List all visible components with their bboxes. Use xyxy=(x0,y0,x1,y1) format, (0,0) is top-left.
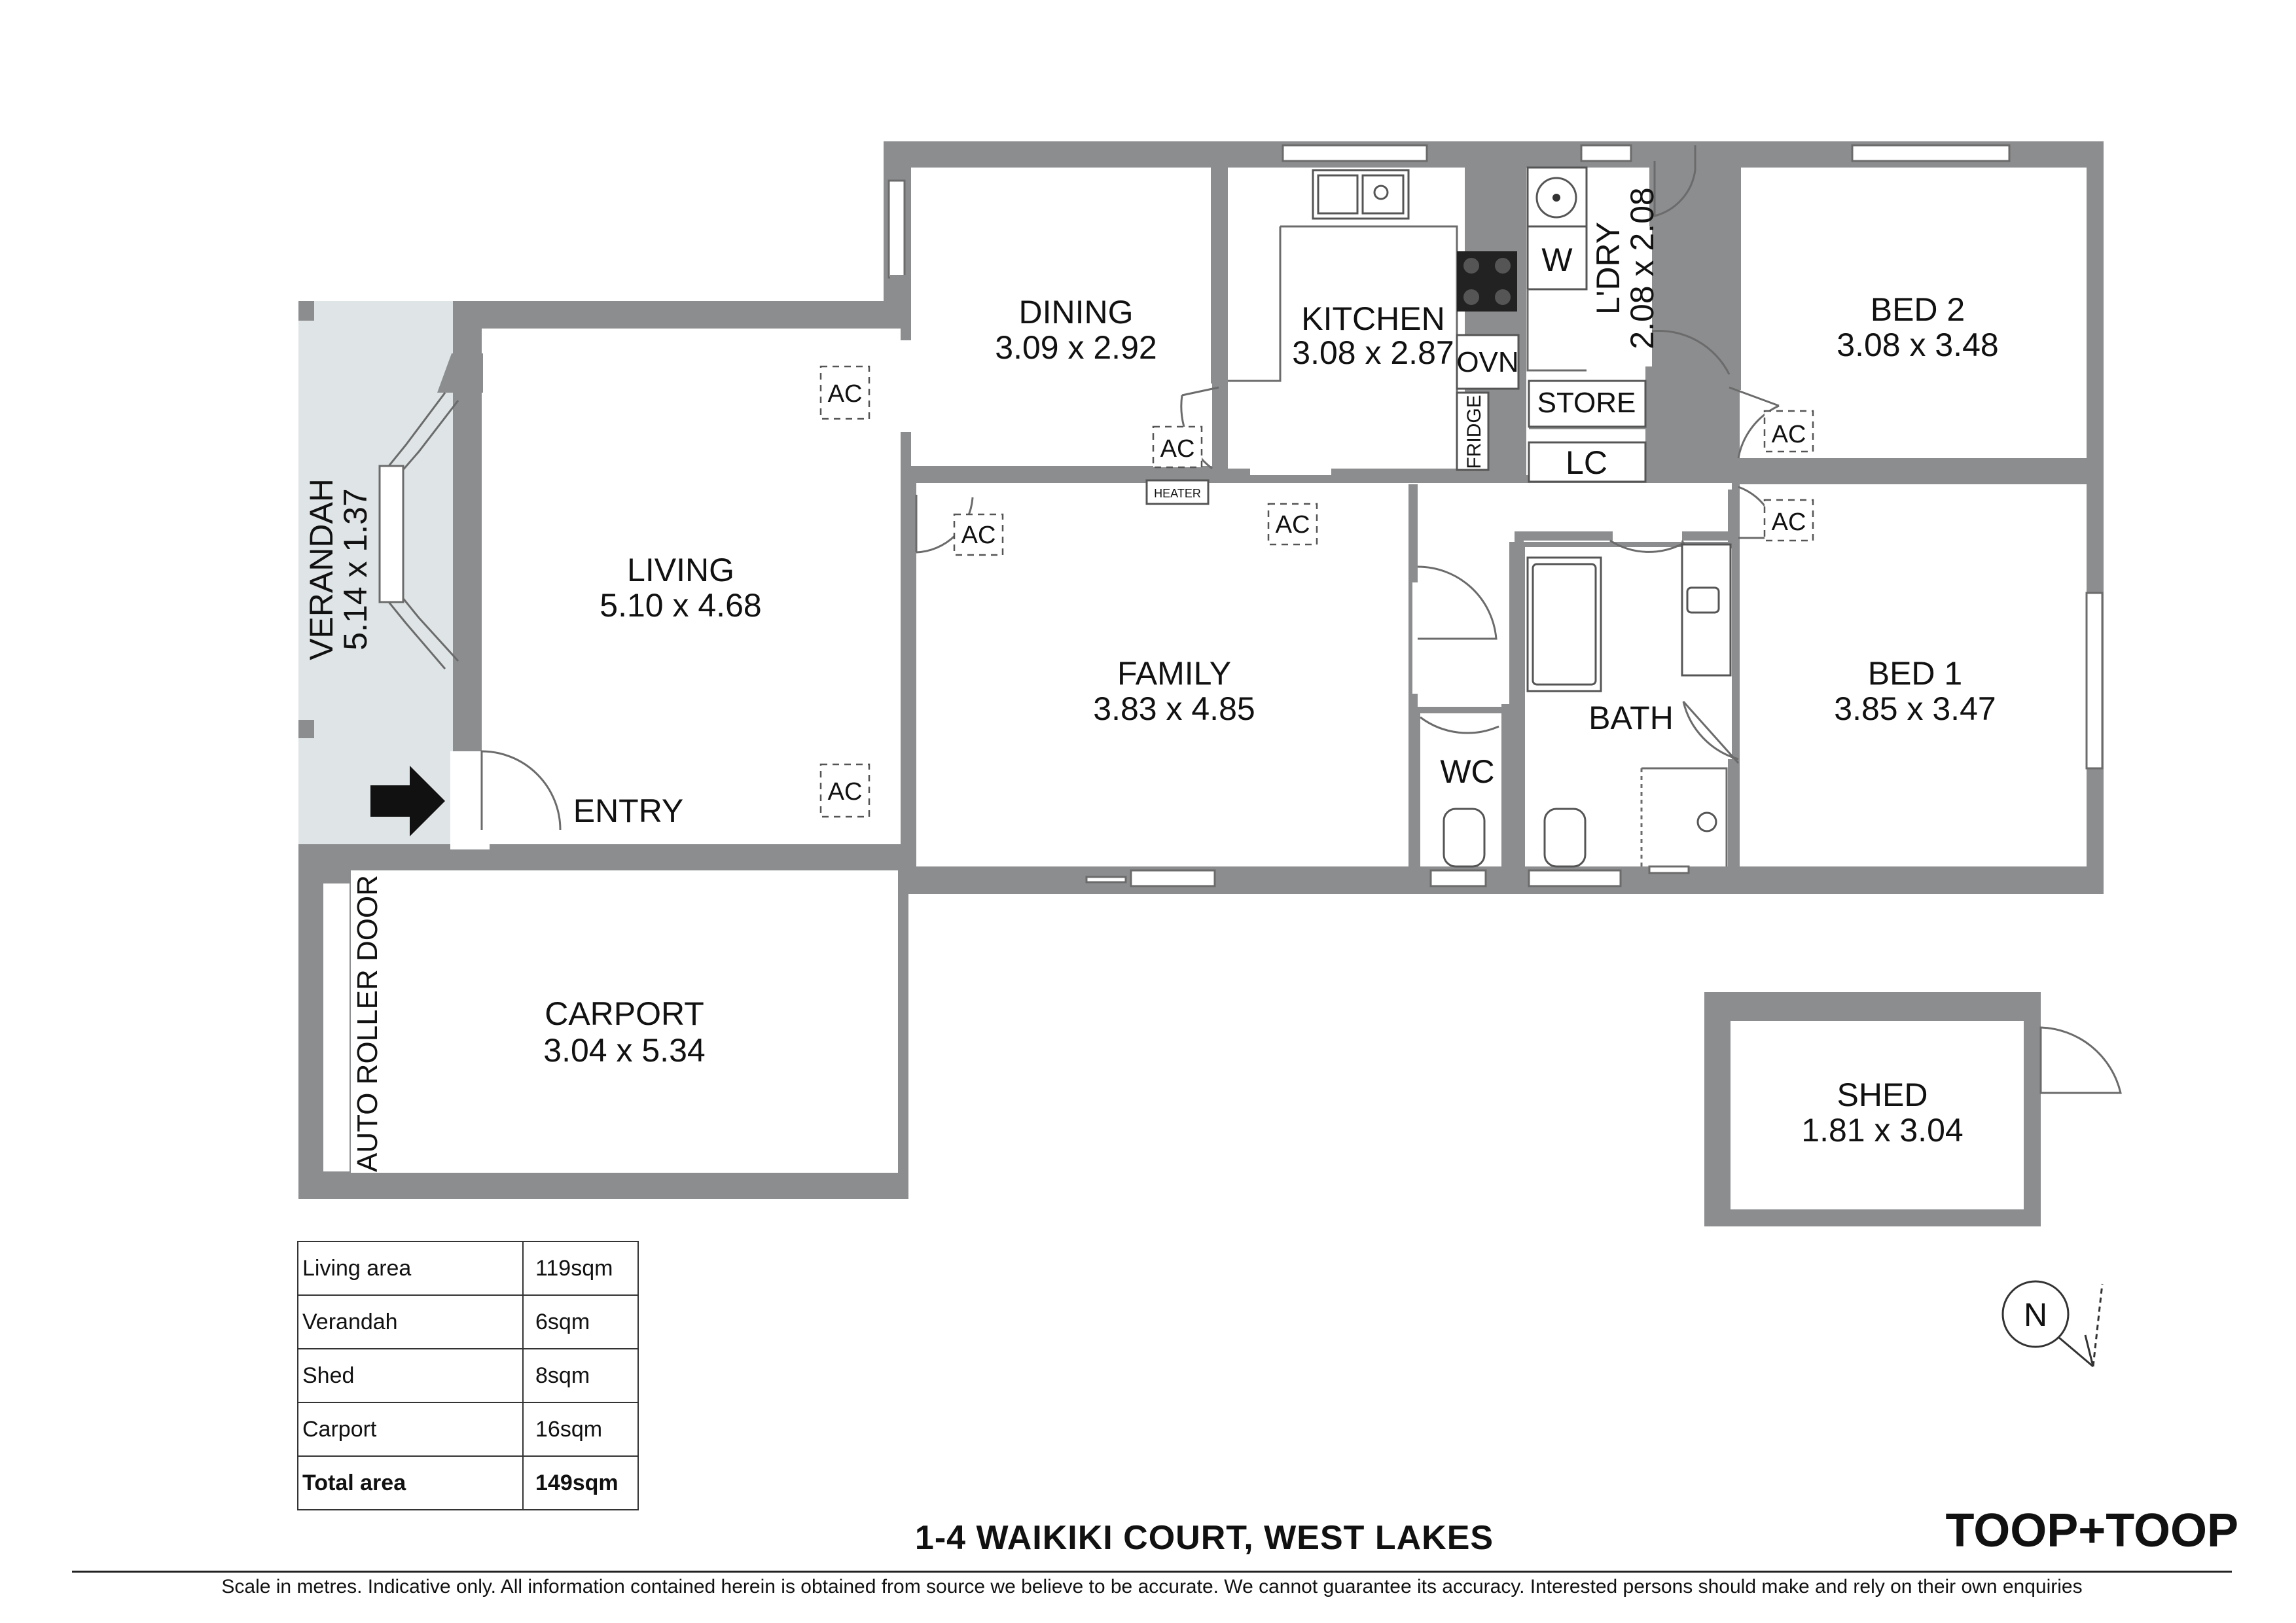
ac-unit xyxy=(1763,499,1814,542)
disclaimer-text: Scale in metres. Indicative only. All in… xyxy=(221,1576,2083,1597)
window xyxy=(1130,869,1216,887)
oven xyxy=(1456,334,1520,390)
area-label: Verandah xyxy=(297,1294,524,1349)
north-compass: N xyxy=(2001,1280,2104,1368)
area-value: 16sqm xyxy=(522,1402,639,1457)
window xyxy=(1648,865,1690,874)
oven-label: OVN xyxy=(1456,346,1518,378)
area-value: 8sqm xyxy=(522,1348,639,1403)
ac-label: AC xyxy=(1772,421,1806,448)
ac-unit xyxy=(1152,425,1203,469)
window xyxy=(1580,144,1632,162)
window xyxy=(888,179,906,279)
room-floors xyxy=(323,168,2087,1209)
bed2-label: BED 2 xyxy=(1871,291,1965,328)
door-swings xyxy=(480,145,2122,1094)
air-conditioners: AC AC AC AC AC AC AC xyxy=(819,365,1814,818)
living-label: LIVING xyxy=(627,552,734,588)
windows xyxy=(888,144,2104,887)
washer-label: W xyxy=(1541,241,1573,278)
area-table: Living area 119sqm Verandah 6sqm Shed 8s… xyxy=(297,1241,639,1510)
bath-toilet xyxy=(1543,808,1587,868)
shed-size: 1.81 x 3.04 xyxy=(1801,1112,1963,1149)
carport-size: 3.04 x 5.34 xyxy=(543,1032,705,1069)
dining-size: 3.09 x 2.92 xyxy=(995,329,1157,366)
ac-label: AC xyxy=(1160,435,1195,463)
window xyxy=(1851,144,2011,162)
table-total-row: Total area 149sqm xyxy=(297,1455,639,1510)
shower-head xyxy=(1696,812,1717,832)
ac-label: AC xyxy=(1772,508,1806,536)
room-labels: DINING 3.09 x 2.92 KITCHEN 3.08 x 2.87 L… xyxy=(303,187,1999,1172)
bed1-label: BED 1 xyxy=(1868,655,1963,692)
wc-label: WC xyxy=(1440,753,1494,790)
ac-unit xyxy=(819,763,870,818)
window xyxy=(1528,869,1622,887)
bay-window xyxy=(378,353,483,669)
bath-label: BATH xyxy=(1588,700,1674,736)
bed2-size: 3.08 x 3.48 xyxy=(1837,327,1998,363)
ac-label: AC xyxy=(828,778,863,806)
bath-fixtures xyxy=(1443,543,1732,868)
kitchen-label: KITCHEN xyxy=(1301,300,1444,337)
verandah-area xyxy=(298,301,453,844)
ac-unit xyxy=(1763,410,1814,453)
north-label: N xyxy=(2024,1296,2047,1333)
divider xyxy=(72,1571,2232,1573)
ac-label: AC xyxy=(828,380,863,408)
laundry-label: L'DRY xyxy=(1590,222,1626,315)
shed-label: SHED xyxy=(1837,1077,1928,1113)
area-label: Carport xyxy=(297,1402,524,1457)
washer xyxy=(1526,225,1588,291)
table-row: Shed 8sqm xyxy=(297,1348,639,1403)
carport-label: CARPORT xyxy=(545,995,704,1032)
fridge-label: FRIDGE xyxy=(1463,395,1485,469)
laundry-size: 2.08 x 2.08 xyxy=(1624,187,1660,349)
ac-unit xyxy=(1267,503,1318,546)
ac-label: AC xyxy=(961,522,996,549)
ac-label: AC xyxy=(1276,511,1310,539)
entry-label: ENTRY xyxy=(573,793,684,829)
family-label: FAMILY xyxy=(1117,655,1231,692)
table-row: Carport 16sqm xyxy=(297,1402,639,1457)
total-value: 149sqm xyxy=(522,1455,639,1510)
living-size: 5.10 x 4.68 xyxy=(600,587,761,624)
window xyxy=(1282,144,1428,162)
heater: HEATER xyxy=(1145,479,1210,505)
window xyxy=(2085,592,2104,770)
verandah-label: VERANDAH xyxy=(303,478,340,660)
family-size: 3.83 x 4.85 xyxy=(1093,690,1255,727)
interior-walls xyxy=(890,161,2088,874)
laundry-fixtures: W xyxy=(1526,166,1647,483)
lc-label: LC xyxy=(1566,444,1607,481)
window xyxy=(1429,869,1487,887)
dining-label: DINING xyxy=(1019,294,1134,330)
kitchen-size: 3.08 x 2.87 xyxy=(1292,334,1454,371)
wc-toilet xyxy=(1443,808,1486,868)
area-value: 119sqm xyxy=(522,1241,639,1296)
kitchen-fixtures: OVN FRIDGE xyxy=(1228,169,1520,471)
fridge xyxy=(1456,391,1490,471)
brand-logo: TOOP+TOOP xyxy=(1945,1505,2238,1557)
area-label: Shed xyxy=(297,1348,524,1403)
roller-door-label: AUTO ROLLER DOOR xyxy=(351,875,384,1172)
area-value: 6sqm xyxy=(522,1294,639,1349)
total-label: Total area xyxy=(297,1455,524,1510)
ac-unit xyxy=(819,365,870,420)
entry-arrow-icon xyxy=(370,766,445,836)
heater-label: HEATER xyxy=(1154,487,1201,500)
verandah-size: 5.14 x 1.37 xyxy=(337,488,374,650)
area-label: Living area xyxy=(297,1241,524,1296)
ac-unit xyxy=(953,513,1004,556)
table-row: Verandah 6sqm xyxy=(297,1294,639,1349)
bed1-size: 3.85 x 3.47 xyxy=(1834,690,1996,727)
table-row: Living area 119sqm xyxy=(297,1241,639,1296)
store-label: STORE xyxy=(1537,387,1636,419)
property-address: 1-4 WAIKIKI COURT, WEST LAKES xyxy=(914,1519,1494,1557)
